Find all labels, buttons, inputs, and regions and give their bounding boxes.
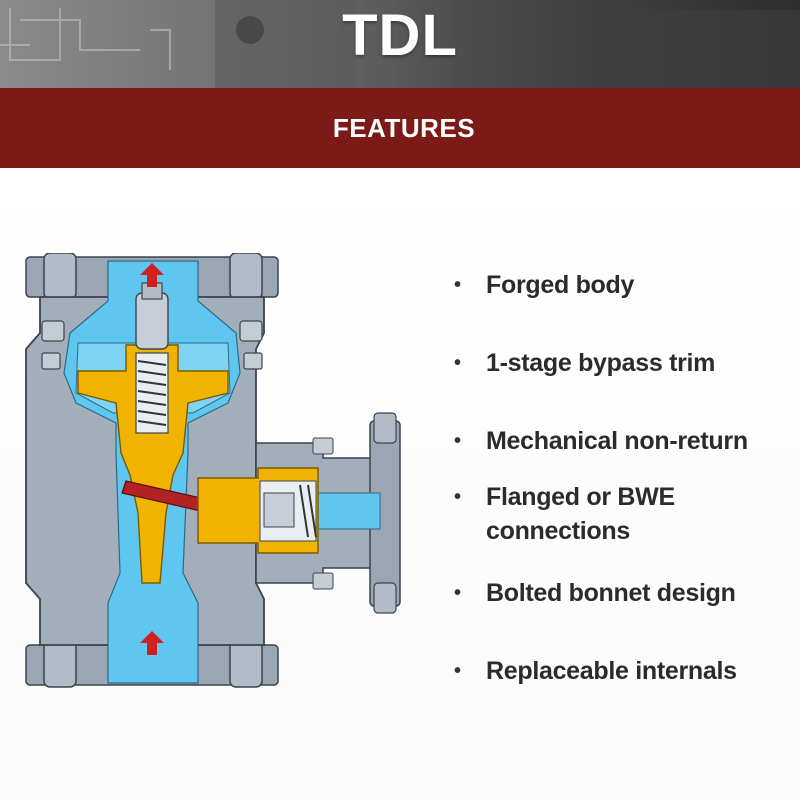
bullet-icon: •: [454, 486, 461, 508]
feature-item: • Forged body: [452, 268, 792, 302]
page-title: TDL: [342, 3, 458, 68]
bonnet-bolts: [41, 320, 263, 370]
bullet-icon: •: [454, 274, 461, 296]
feature-text: Flanged or BWE connections: [486, 483, 675, 545]
feature-text: Bolted bonnet design: [486, 579, 736, 607]
feature-text: Replaceable internals: [486, 657, 737, 685]
up-arrow-icon: [140, 263, 164, 287]
bullet-icon: •: [454, 582, 461, 604]
feature-list: • Forged body • 1-stage bypass trim • Me…: [452, 268, 792, 688]
up-arrow-icon: [140, 631, 164, 655]
features-band: FEATURES: [0, 88, 800, 168]
bullet-icon: •: [454, 430, 461, 452]
feature-text: Mechanical non-return: [486, 427, 748, 455]
feature-item: • Replaceable internals: [452, 654, 792, 688]
feature-item: • Mechanical non-return: [452, 424, 792, 458]
valve-cross-section-diagram: [25, 253, 401, 688]
bullet-icon: •: [454, 352, 461, 374]
valve-stem: [135, 292, 169, 350]
feature-item: • 1-stage bypass trim: [452, 346, 792, 380]
section-heading: FEATURES: [332, 112, 476, 143]
header-background-drawing: [0, 0, 800, 88]
feature-item: • Bolted bonnet design: [452, 576, 792, 610]
feature-text: 1-stage bypass trim: [486, 349, 716, 377]
spring: [135, 352, 169, 434]
bullet-icon: •: [454, 660, 461, 682]
header-banner: TDL: [0, 0, 800, 88]
feature-item: • Flanged or BWE connections: [452, 480, 792, 548]
feature-text: Forged body: [486, 271, 635, 299]
bypass-trim: [77, 344, 229, 584]
content-area: • Forged body • 1-stage bypass trim • Me…: [0, 168, 800, 800]
